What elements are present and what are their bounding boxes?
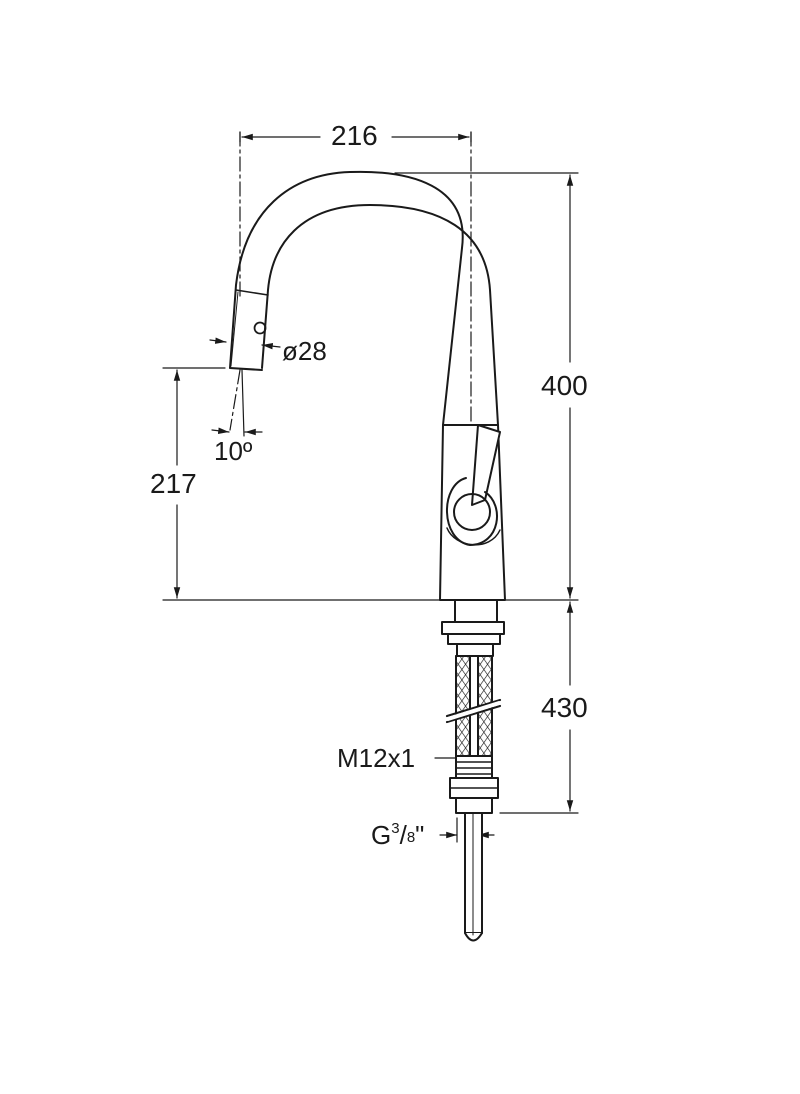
spout-outer [229,170,464,426]
hose-thread-label: M12x1 [337,743,416,773]
mounting-nut [441,621,505,635]
dimension-lines [173,133,574,843]
spout-reach-label: 216 [331,120,378,151]
below-deck-length-label: 430 [541,692,588,723]
inlet-connection-sub: 8 [406,829,416,846]
dim-10-left [211,427,230,434]
outlet-axis-line [229,369,241,431]
spray-head [229,289,269,371]
inlet-connection-suffix: " [415,820,425,850]
break-line [445,698,502,718]
spray-button-icon [253,321,267,335]
dim-28-left [209,337,227,344]
below-deck-assembly [441,599,505,942]
dim-28-right [261,342,281,350]
inlet-connection-slash: / [399,820,407,850]
outlet-diameter-label: ø28 [282,336,327,366]
spout-inner [261,204,499,426]
inlet-connection-num: 3 [391,820,400,837]
shank-upper [454,599,498,623]
extension-lines [162,131,579,814]
inlet-connection-label: G3/8" [371,820,425,850]
outlet-angle-label: 10º [214,436,253,466]
outlet-height-label: 217 [150,468,197,499]
lever-handle [446,424,501,546]
total-height-label: 400 [541,370,588,401]
inlet-connection-prefix: G [371,820,392,850]
centerlines [229,131,472,431]
